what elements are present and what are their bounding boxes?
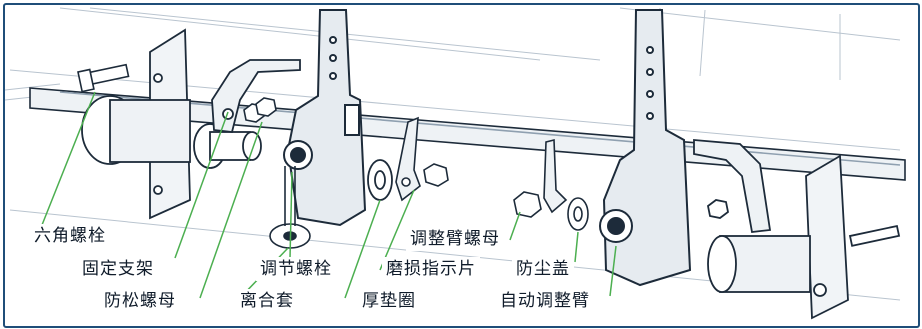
label-wear-indicator: 磨损指示片	[382, 257, 480, 281]
label-thick-washer: 厚垫圈	[358, 289, 420, 313]
hex-bolt-part	[77, 63, 130, 93]
label-dust-cap: 防尘盖	[512, 257, 574, 281]
wear-indicator-part	[395, 116, 449, 202]
label-lock-nut: 防松螺母	[100, 289, 180, 313]
lock-nut-part	[243, 97, 277, 123]
label-clutch-sleeve: 离合套	[236, 289, 298, 313]
right-bracket-part	[693, 139, 772, 233]
label-fixed-bracket: 固定支架	[78, 257, 158, 281]
right-hub	[707, 154, 901, 320]
label-hex-bolt: 六角螺栓	[30, 224, 110, 248]
left-adjuster-arm	[283, 9, 367, 227]
label-adjust-bolt: 调节螺栓	[256, 257, 336, 281]
arm-nut-part	[513, 138, 589, 231]
fixed-bracket-part	[211, 59, 301, 133]
label-arm-nut: 调整臂螺母	[406, 227, 504, 251]
thick-washer-part	[367, 159, 393, 201]
left-hub	[81, 28, 262, 220]
right-adjuster-arm	[599, 9, 692, 287]
leader-lines	[39, 91, 617, 299]
label-auto-adjuster-arm: 自动调整臂	[496, 289, 594, 313]
